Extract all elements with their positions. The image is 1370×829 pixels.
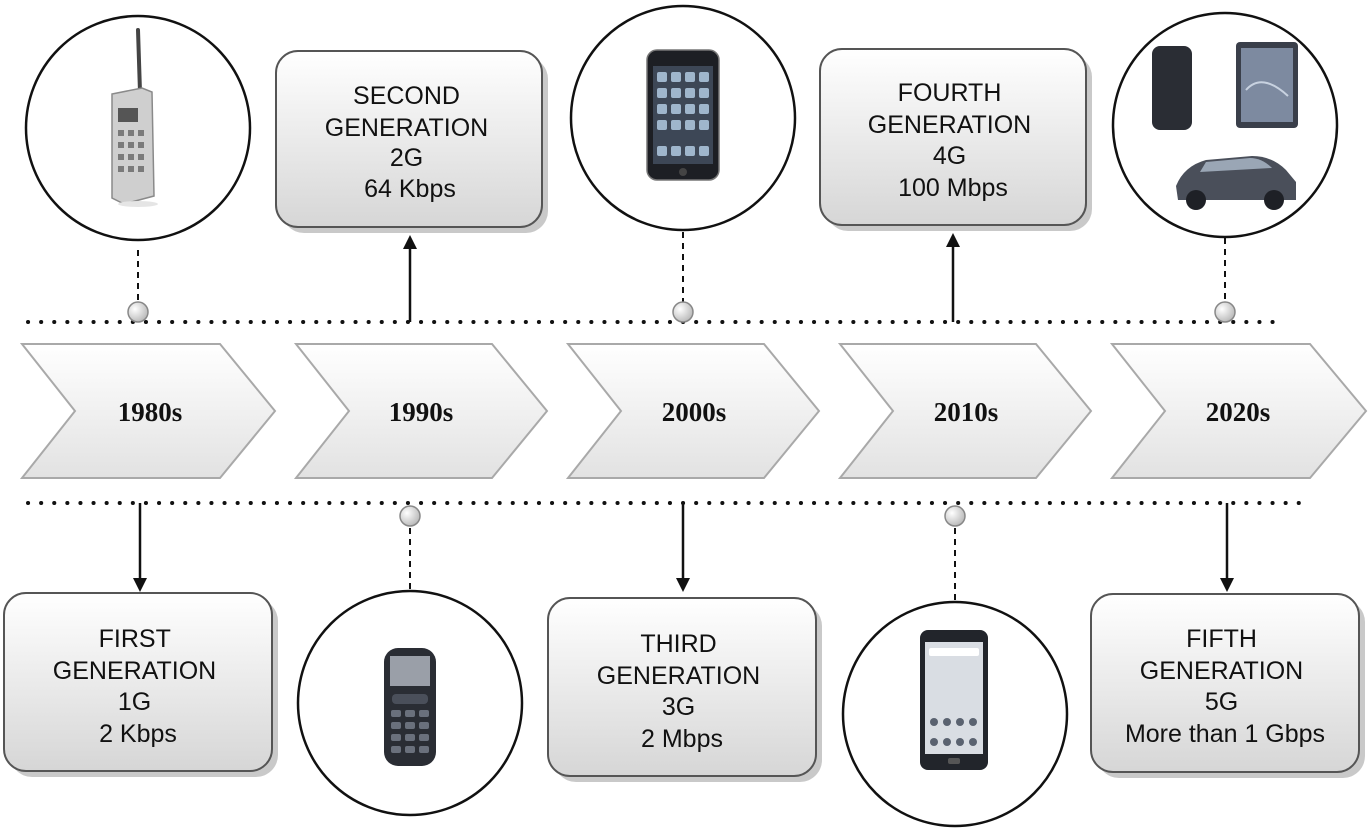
- generation-line: GENERATION: [868, 111, 1031, 139]
- device-circle-2010s: [841, 600, 1069, 828]
- decade-label: 1980s: [118, 397, 183, 427]
- decade-chevron-2020s: 2020s: [1109, 343, 1368, 479]
- generation-line: FIFTH: [1186, 625, 1257, 653]
- generation-line: 100 Mbps: [898, 174, 1008, 202]
- generation-line: 1G: [118, 688, 151, 716]
- connector-node: [1214, 301, 1236, 323]
- generation-line: 2 Kbps: [99, 720, 177, 748]
- connector-node: [399, 505, 421, 527]
- svg-text:THIRD GENERATION 3: THIRD GENERATION 3G 2 Mbps: [597, 630, 767, 753]
- generation-line: SECOND: [353, 82, 460, 110]
- svg-text:FIFTH GENERATION 5: FIFTH GENERATION 5G More than 1 Gbps: [1125, 625, 1325, 748]
- smart-devices-icon: [1152, 42, 1298, 210]
- generation-line: 4G: [933, 142, 966, 170]
- generation-line: GENERATION: [53, 657, 216, 685]
- decade-label: 2010s: [934, 397, 999, 427]
- generation-line: FIRST: [99, 625, 171, 653]
- generation-line: THIRD: [640, 630, 716, 658]
- generation-box-3g: THIRD GENERATION 3G 2 Mbps: [547, 597, 822, 782]
- generation-line: GENERATION: [1140, 657, 1303, 685]
- generation-box-5g: FIFTH GENERATION 5G More than 1 Gbps: [1090, 593, 1365, 778]
- decade-label: 2020s: [1206, 397, 1271, 427]
- connector-node: [127, 301, 149, 323]
- decade-chevron-2010s: 2010s: [837, 343, 1093, 479]
- svg-text:FIRST GENERATION 1: FIRST GENERATION 1G 2 Kbps: [53, 625, 223, 748]
- generation-line: More than 1 Gbps: [1125, 720, 1325, 748]
- generation-line: 2 Mbps: [641, 725, 723, 753]
- generation-line: FOURTH: [898, 79, 1002, 107]
- decade-chevron-1990s: 1990s: [293, 343, 549, 479]
- generation-line: GENERATION: [325, 114, 488, 142]
- decade-chevron-1980s: 1980s: [19, 343, 277, 479]
- generation-line: 3G: [662, 693, 695, 721]
- generation-box-2g: SECOND GENERATION 2G 64 Kbps: [275, 50, 548, 233]
- device-circle-1980s: [24, 14, 252, 242]
- generation-line: 2G: [390, 144, 423, 172]
- device-circle-2020s: [1111, 11, 1339, 239]
- connector-node: [672, 301, 694, 323]
- generation-line: 5G: [1205, 688, 1238, 716]
- generation-box-1g: FIRST GENERATION 1G 2 Kbps: [3, 592, 278, 777]
- svg-text:FOURTH GENERATION: FOURTH GENERATION 4G 100 Mbps: [868, 79, 1038, 202]
- smartphone-icon: [646, 49, 720, 181]
- connector-node: [944, 505, 966, 527]
- decade-label: 1990s: [389, 397, 454, 427]
- device-circle-2000s: [569, 4, 797, 232]
- generation-box-4g: FOURTH GENERATION 4G 100 Mbps: [819, 48, 1092, 231]
- generation-line: 64 Kbps: [364, 175, 456, 203]
- decade-label: 2000s: [662, 397, 727, 427]
- android-phone-icon: [920, 630, 988, 770]
- svg-text:SECOND GENERATION: SECOND GENERATION 2G 64 Kbps: [325, 82, 495, 203]
- decade-chevron-2000s: 2000s: [565, 343, 821, 479]
- brick-phone-icon: [111, 28, 158, 207]
- device-circle-1990s: [296, 589, 524, 817]
- feature-phone-icon: [384, 648, 436, 766]
- generation-line: GENERATION: [597, 662, 760, 690]
